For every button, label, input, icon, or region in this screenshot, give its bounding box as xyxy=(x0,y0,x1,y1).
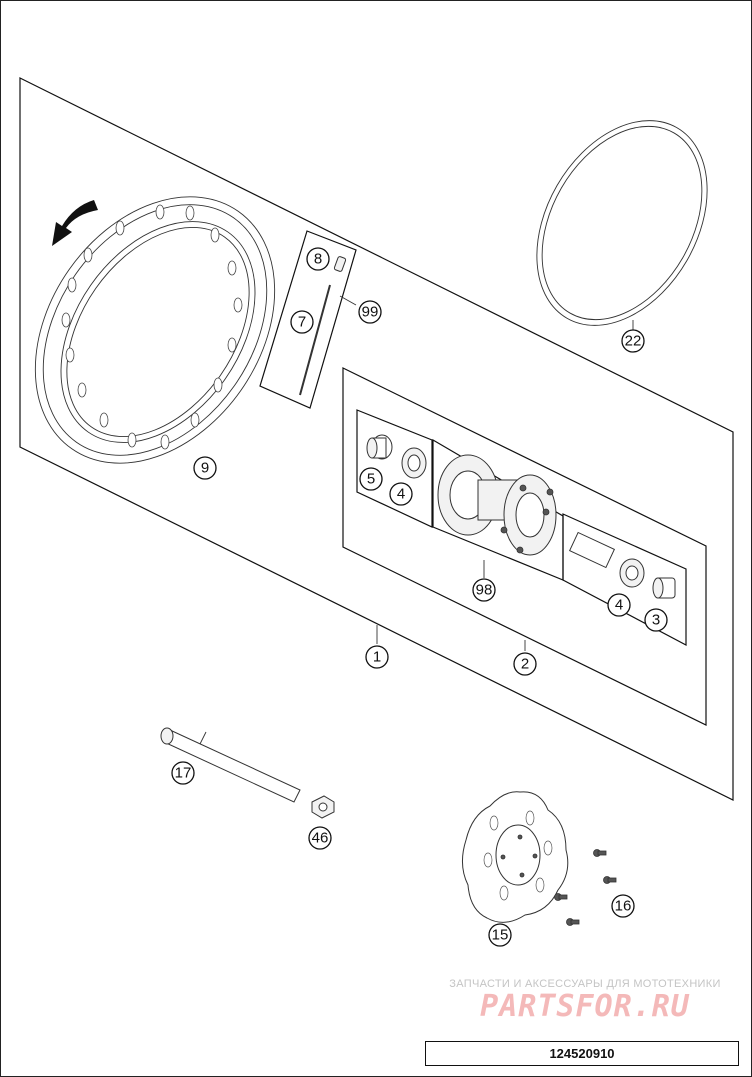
svg-text:4: 4 xyxy=(615,597,623,614)
callout-3: 3 xyxy=(644,608,668,632)
callout-4-left: 4 xyxy=(389,482,413,506)
right-bearing xyxy=(619,558,645,588)
assembly-panel xyxy=(19,77,734,801)
callout-2: 2 xyxy=(513,652,537,676)
svg-text:8: 8 xyxy=(314,251,322,268)
leader-lines xyxy=(376,320,634,651)
watermark: ЗАПЧАСТИ И АКСЕССУАРЫ ДЛЯ МОТОТЕХНИКИ PA… xyxy=(430,978,740,1024)
disc-bolts xyxy=(554,849,617,926)
svg-text:98: 98 xyxy=(476,582,493,599)
callout-22: 22 xyxy=(621,329,645,353)
svg-text:3: 3 xyxy=(652,612,660,629)
svg-text:7: 7 xyxy=(298,314,306,331)
watermark-logo: PARTSFOR.RU xyxy=(480,989,690,1024)
spoke-box xyxy=(259,230,357,409)
hub xyxy=(437,454,557,556)
svg-text:1: 1 xyxy=(373,649,381,666)
svg-text:17: 17 xyxy=(175,765,192,782)
callout-5: 5 xyxy=(359,467,383,491)
svg-text:15: 15 xyxy=(492,927,509,944)
callout-7: 7 xyxy=(290,310,314,334)
brake-disc xyxy=(462,791,569,923)
left-spacer xyxy=(366,434,393,460)
callout-17: 17 xyxy=(171,761,195,785)
axle xyxy=(160,727,301,803)
axle-nut xyxy=(311,795,335,819)
callout-1: 1 xyxy=(365,645,389,669)
svg-text:16: 16 xyxy=(615,898,632,915)
svg-text:4: 4 xyxy=(397,486,405,503)
hub-assembly-panel xyxy=(342,367,707,726)
rim-tape xyxy=(536,120,708,326)
left-bearing xyxy=(401,447,427,479)
callout-4-right: 4 xyxy=(607,593,631,617)
rotation-arrow-icon xyxy=(52,200,98,246)
callout-16: 16 xyxy=(611,894,635,918)
left-bearing-box xyxy=(356,409,433,528)
callout-46: 46 xyxy=(308,826,332,850)
svg-text:5: 5 xyxy=(367,471,375,488)
callout-9: 9 xyxy=(193,456,217,480)
svg-text:9: 9 xyxy=(201,460,209,477)
spoke-nipple xyxy=(333,256,347,272)
right-sleeve xyxy=(568,531,616,569)
spoke xyxy=(299,284,331,396)
svg-text:22: 22 xyxy=(625,333,642,350)
watermark-tagline: ЗАПЧАСТИ И АКСЕССУАРЫ ДЛЯ МОТОТЕХНИКИ xyxy=(449,978,721,990)
svg-text:99: 99 xyxy=(362,304,379,321)
callout-15: 15 xyxy=(488,923,512,947)
callout-99: 99 xyxy=(358,300,382,324)
right-bearing-box xyxy=(562,513,687,646)
svg-text:46: 46 xyxy=(312,830,329,847)
callout-98: 98 xyxy=(472,578,496,602)
rim xyxy=(34,196,276,464)
diagram-code: 124520910 xyxy=(425,1041,739,1066)
callout-8: 8 xyxy=(306,247,330,271)
right-spacer xyxy=(652,577,676,599)
svg-text:2: 2 xyxy=(521,656,529,673)
